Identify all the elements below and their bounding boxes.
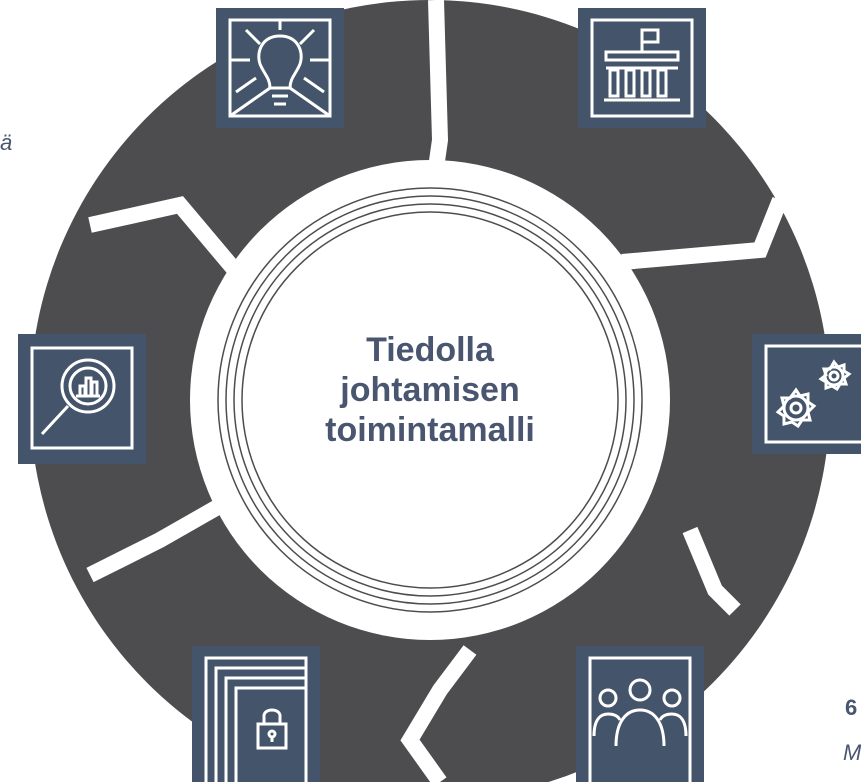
lightbulb-icon-glyph	[228, 18, 332, 118]
people-group-icon-box	[576, 646, 704, 782]
outline-ring-3	[233, 203, 627, 597]
lightbulb-icon	[216, 8, 344, 128]
edge-fragment-right-italic: M	[843, 740, 861, 765]
people-group-icon-glyph	[588, 656, 692, 782]
locked-document-icon-box	[192, 646, 320, 782]
edge-fragment-right-bold: 6	[845, 695, 858, 720]
government-building-icon-glyph	[590, 18, 694, 118]
outline-ring-2	[225, 195, 635, 605]
cycle-ring	[30, 0, 830, 782]
outline-ring-1	[217, 187, 643, 613]
center-title-line-3: toimintamalli	[325, 411, 535, 449]
center-title: Tiedolla johtamisen toimintamalli	[300, 330, 560, 450]
gears-icon-glyph	[764, 344, 861, 444]
center-title-line-1: Tiedolla	[366, 331, 494, 369]
separator-lower-right	[682, 526, 741, 616]
separator-bottom	[400, 645, 477, 782]
locked-document-icon-glyph	[204, 656, 308, 782]
gears-icon	[752, 334, 861, 454]
edge-fragment-left: ä	[0, 130, 13, 155]
magnifier-chart-icon	[18, 334, 146, 464]
inner-disc	[190, 160, 670, 640]
separator-lower-left	[86, 493, 234, 583]
separator-upper-right	[621, 197, 788, 270]
locked-document-icon	[192, 646, 320, 782]
magnifier-chart-icon-box	[18, 334, 146, 464]
people-group-icon	[576, 646, 704, 782]
center-title-line-2: johtamisen	[340, 371, 520, 409]
government-building-icon	[578, 8, 706, 128]
magnifier-chart-icon-glyph	[30, 346, 134, 450]
outline-ring-4	[241, 211, 619, 589]
